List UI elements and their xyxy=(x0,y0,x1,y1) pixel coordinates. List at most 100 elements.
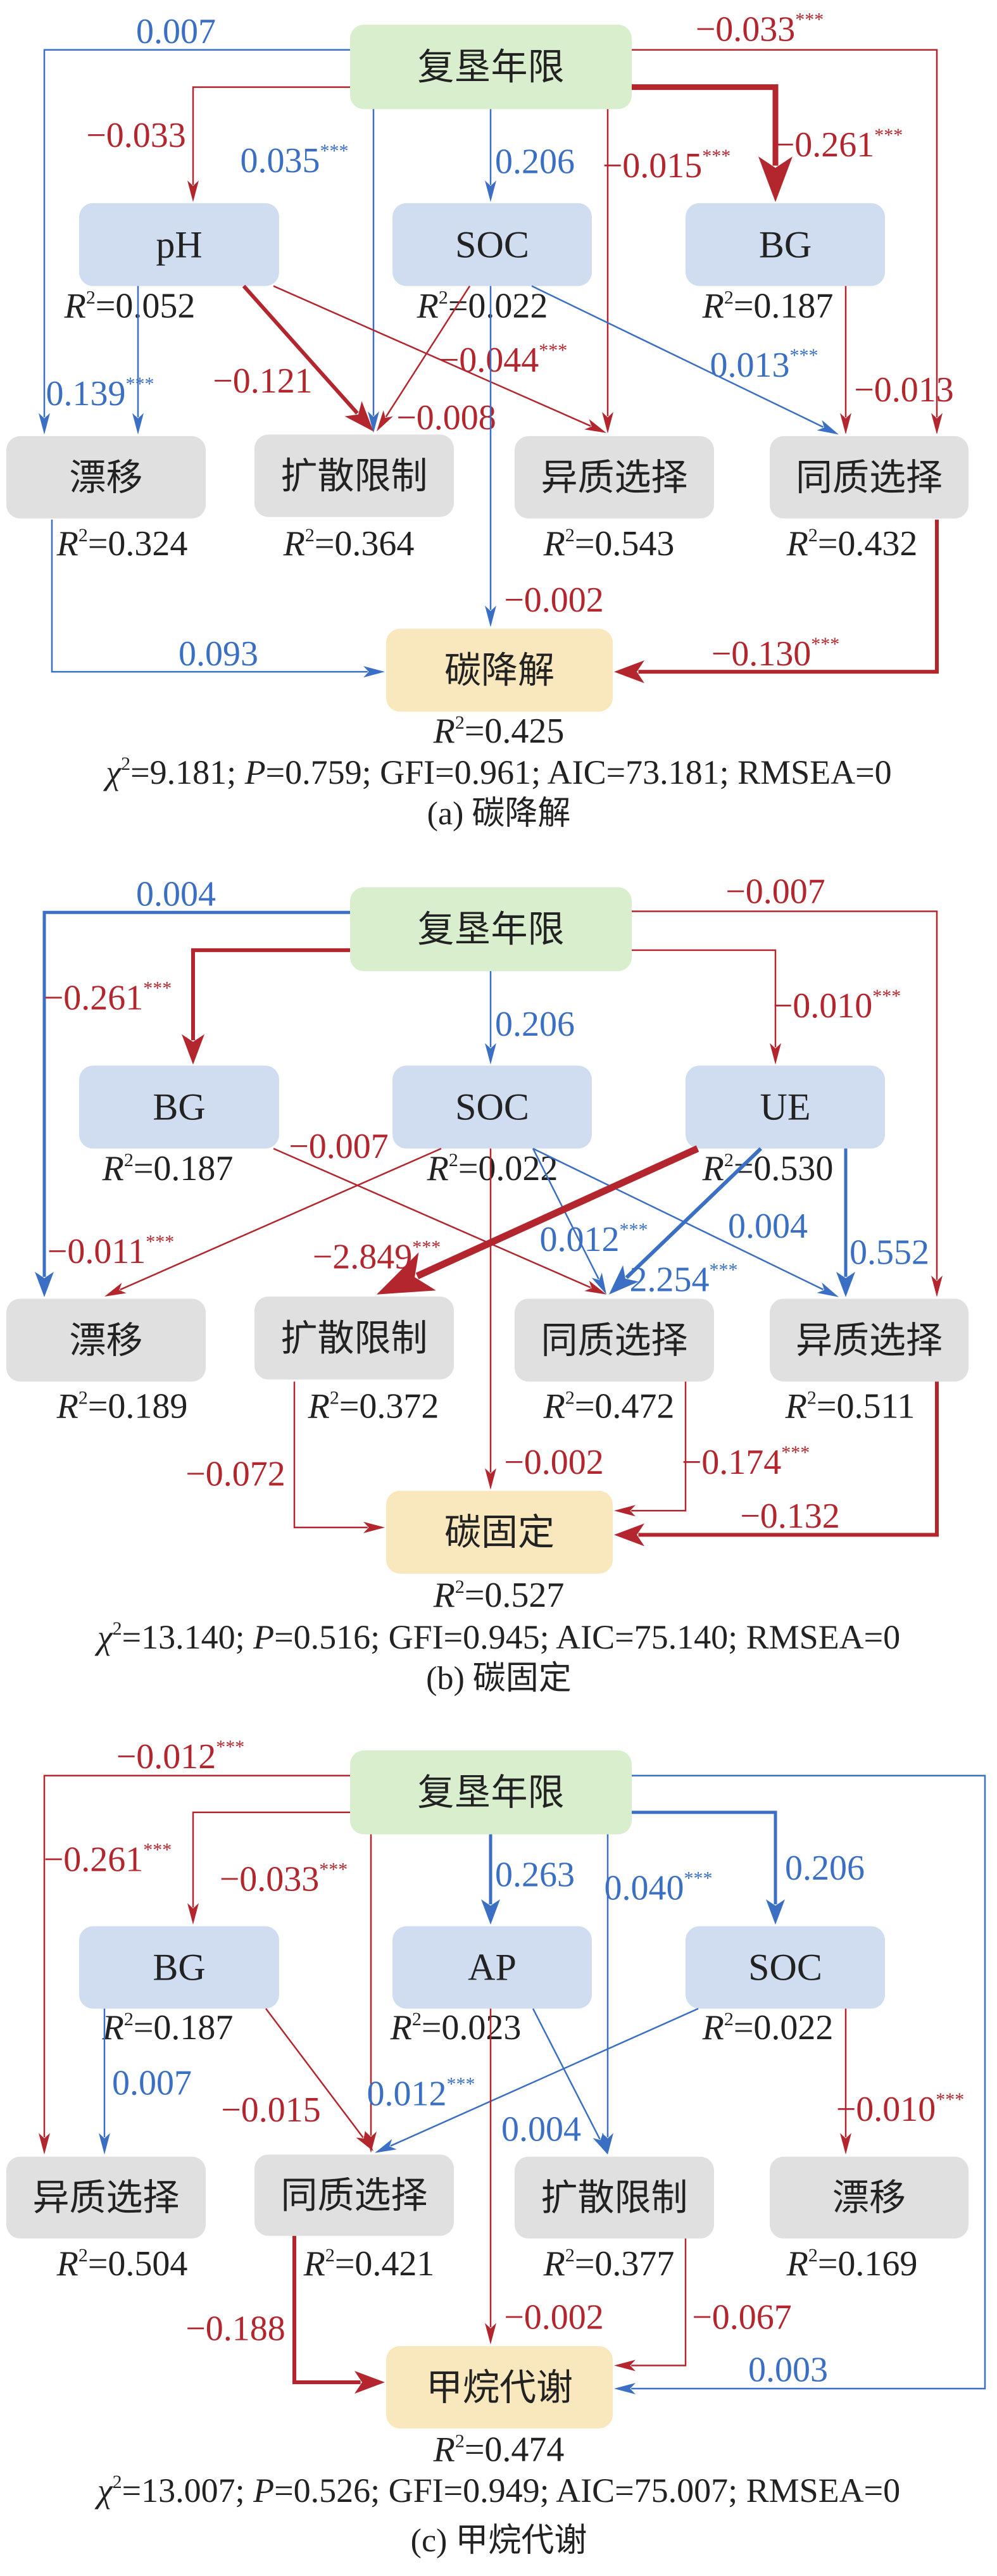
r-squared-value: 0.432 xyxy=(837,524,917,563)
r-squared-label: R2=0.169 xyxy=(786,2244,918,2284)
chi2-value: 9.181 xyxy=(150,753,227,791)
equals: = xyxy=(864,2472,883,2510)
significance-stars: *** xyxy=(811,634,839,655)
arrowhead-icon xyxy=(481,1899,500,1925)
path-coefficient: −0.002 xyxy=(504,581,604,620)
coefficient-value: 0.093 xyxy=(179,634,258,674)
edge-line xyxy=(625,1147,763,1279)
node-label: 扩散限制 xyxy=(280,454,427,497)
edge-line xyxy=(273,1148,591,1288)
path-edge: 0.040*** xyxy=(602,1834,713,2155)
path-edge: −0.132 xyxy=(614,1381,939,1547)
r-symbol: R xyxy=(283,524,305,563)
p-label: P xyxy=(253,2472,274,2510)
node-label: SOC xyxy=(455,1086,529,1128)
arrowhead-icon xyxy=(840,2133,851,2155)
squared-sup: 2 xyxy=(449,1150,458,1171)
separator: ; xyxy=(370,2472,389,2510)
significance-stars: *** xyxy=(790,345,818,366)
equals: = xyxy=(855,753,874,791)
coefficient-value: −2.849 xyxy=(313,1237,413,1276)
arrowhead-icon xyxy=(614,1505,636,1517)
squared-sup: 2 xyxy=(121,753,130,774)
r-squared-label: R2=0.022 xyxy=(417,287,548,326)
path-edge: 0.004 xyxy=(501,2008,608,2155)
path-edge: 0.206 xyxy=(485,971,575,1065)
significance-stars: *** xyxy=(146,1231,174,1252)
squared-sup: 2 xyxy=(724,287,734,308)
path-edge: 0.093 xyxy=(51,519,385,678)
node-b4: 同质选择 xyxy=(770,436,969,519)
path-coefficient: 2.254*** xyxy=(630,1260,738,1300)
arrowhead-icon xyxy=(363,1521,385,1533)
squared-sup: 2 xyxy=(330,1388,339,1409)
path-coefficient: 0.007 xyxy=(136,12,216,51)
node-label: 扩散限制 xyxy=(541,2176,687,2219)
arrowhead-icon xyxy=(485,605,496,627)
coefficient-value: −0.007 xyxy=(725,872,825,911)
path-edge: −0.002 xyxy=(485,1148,604,1490)
path-coefficient: 0.206 xyxy=(785,1849,865,1888)
path-coefficient: −0.015*** xyxy=(603,146,731,185)
path-edge: −0.261*** xyxy=(44,1811,350,1925)
r-squared-value: 0.169 xyxy=(837,2244,917,2284)
r-squared-label: R2=0.364 xyxy=(283,524,415,563)
arrowhead-icon xyxy=(609,1265,639,1295)
node-label: BG xyxy=(153,1086,205,1128)
arrowhead-icon xyxy=(182,1034,204,1065)
arrowhead-icon xyxy=(614,1523,644,1547)
node-label: 碳固定 xyxy=(444,1511,555,1554)
coefficient-value: −0.002 xyxy=(504,581,604,620)
node-label: AP xyxy=(468,1947,517,1989)
path-edge: 0.004 xyxy=(532,1148,839,1297)
path-edge: −2.849 *** xyxy=(313,1145,699,1295)
equals: = xyxy=(864,1618,883,1656)
arrowhead-icon xyxy=(593,2132,608,2155)
node-label: 异质选择 xyxy=(541,456,687,499)
path-edge: 0.552 xyxy=(836,1148,929,1297)
separator: ; xyxy=(720,753,738,791)
node-label: 异质选择 xyxy=(32,2176,179,2219)
model-fit-stats: χ2=9.181; P=0.759; GFI=0.961; AIC=73.181… xyxy=(103,753,891,791)
significance-stars: *** xyxy=(126,374,154,394)
p-label: P xyxy=(253,1618,274,1656)
path-edge: 0.013*** xyxy=(531,285,839,435)
equals: = xyxy=(96,287,116,326)
significance-stars: *** xyxy=(319,1859,348,1880)
path-coefficient: −0.010*** xyxy=(773,986,901,1026)
arrowhead-icon xyxy=(377,1252,436,1295)
r-squared-value: 0.377 xyxy=(594,2244,674,2284)
arrowhead-icon xyxy=(485,2323,496,2345)
node-box xyxy=(392,1065,592,1149)
path-coefficient: −0.132 xyxy=(740,1497,840,1536)
arrowhead-icon xyxy=(187,180,199,203)
p-value: 0.516 xyxy=(294,1618,371,1656)
r-squared-label: R2=0.530 xyxy=(702,1149,834,1188)
node-box xyxy=(686,1926,885,2009)
arrowhead-icon xyxy=(614,2382,636,2394)
node-m1: BG xyxy=(79,1065,279,1149)
node-m2: SOC xyxy=(392,203,592,286)
arrowhead-icon xyxy=(375,2139,397,2153)
r-squared-value: 0.023 xyxy=(441,2008,521,2047)
arrowhead-icon xyxy=(584,418,606,433)
r-symbol: R xyxy=(308,1387,330,1426)
r-squared-value: 0.187 xyxy=(153,1149,233,1188)
squared-sup: 2 xyxy=(724,1150,734,1171)
path-edge: −0.072 xyxy=(185,1381,385,1533)
path-coefficient: 0.004 xyxy=(728,1207,808,1246)
arrowhead-icon xyxy=(614,2359,636,2372)
edge-line xyxy=(242,284,359,415)
edge-line xyxy=(192,1811,350,1907)
r-squared-label: R2=0.372 xyxy=(308,1387,439,1426)
coefficient-value: −0.010 xyxy=(836,2090,936,2129)
r-squared-label: R2=0.187 xyxy=(102,1149,234,1188)
coefficient-value: 0.206 xyxy=(495,1005,575,1044)
significance-stars: *** xyxy=(702,146,731,166)
significance-stars: *** xyxy=(620,1219,648,1240)
gfi-label: GFI xyxy=(380,753,435,791)
r-symbol: R xyxy=(56,1387,78,1426)
coefficient-value: −0.002 xyxy=(504,1443,604,1482)
